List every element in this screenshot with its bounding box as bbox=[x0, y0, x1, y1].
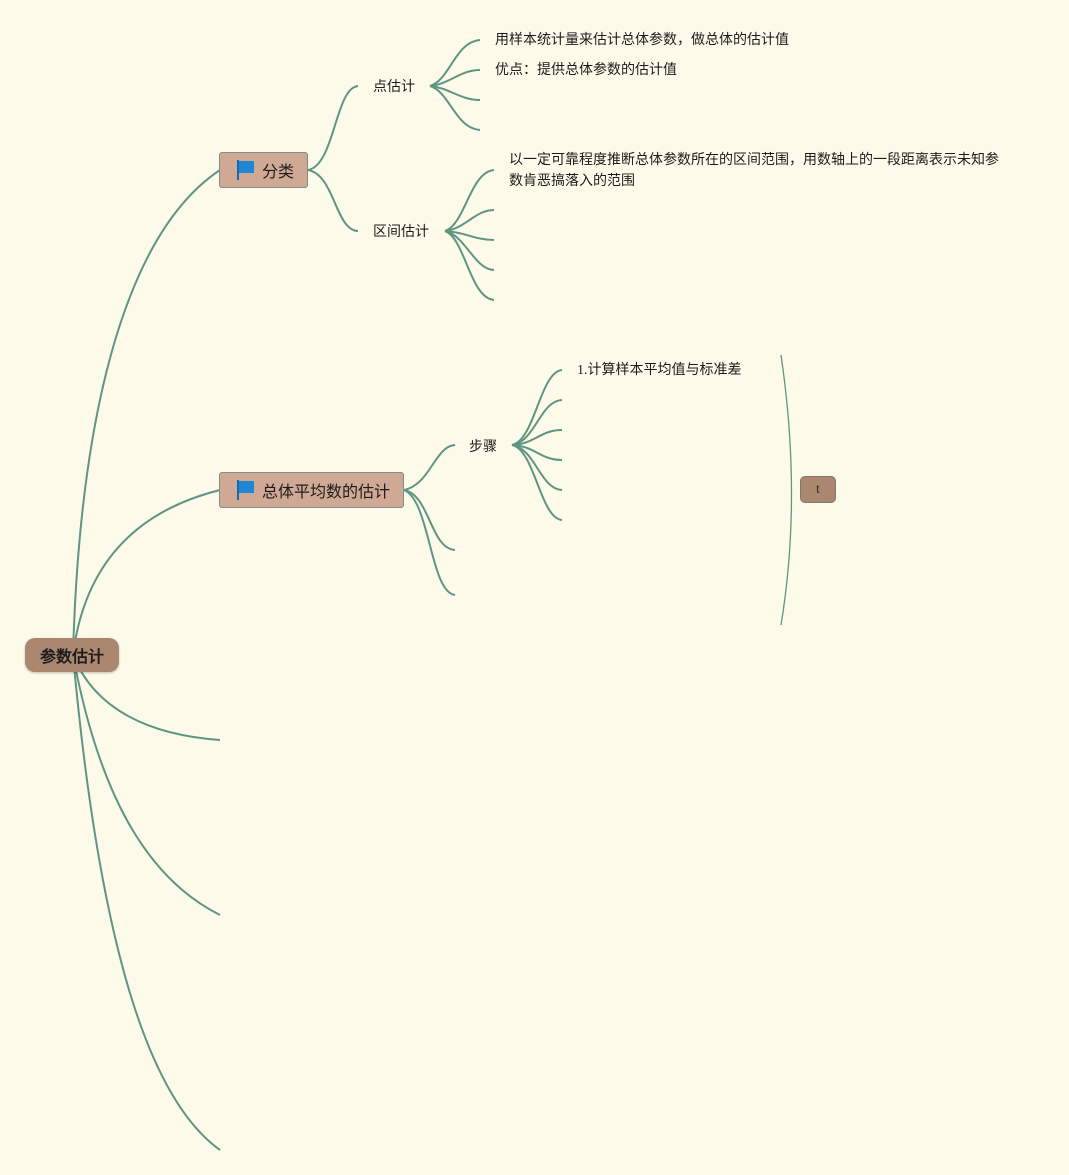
main-topic-label: 分类 bbox=[262, 162, 295, 181]
edge-steps-leaf-2 bbox=[511, 399, 563, 446]
edge-point-leaf-2 bbox=[429, 69, 481, 87]
subtopic-label: 步骤 bbox=[469, 439, 497, 455]
root-topic-label: 参数估计 bbox=[39, 647, 104, 666]
edge-mean-to-empty-2 bbox=[403, 489, 456, 596]
leaf-text: 1.计算样本平均值与标准差 bbox=[577, 363, 742, 378]
subtopic-label: 点估计 bbox=[373, 79, 415, 95]
subtopic-point-estimate[interactable]: 点估计 bbox=[373, 76, 415, 96]
edge-mean-to-empty-1 bbox=[403, 489, 456, 551]
edge-steps-leaf-3 bbox=[511, 429, 563, 446]
edge-interval-leaf-3 bbox=[444, 230, 495, 241]
subtopic-interval-estimate[interactable]: 区间估计 bbox=[373, 221, 429, 241]
edge-category-to-point bbox=[307, 85, 359, 171]
edge-root-to-empty-3 bbox=[72, 654, 221, 1151]
summary-label: t bbox=[816, 481, 820, 497]
edge-steps-leaf-6 bbox=[511, 444, 563, 521]
leaf-interval-definition[interactable]: 以一定可靠程度推断总体参数所在的区间范围，用数轴上的一段距离表示未知参数肯恶搞落… bbox=[509, 150, 1004, 192]
subtopic-steps[interactable]: 步骤 bbox=[469, 436, 497, 456]
edge-root-to-empty-1 bbox=[72, 654, 221, 741]
leaf-step-1[interactable]: 1.计算样本平均值与标准差 bbox=[577, 360, 742, 381]
summary-brace bbox=[780, 354, 793, 626]
edge-mean-to-steps bbox=[403, 444, 456, 491]
leaf-point-advantage[interactable]: 优点：提供总体参数的估计值 bbox=[495, 60, 677, 81]
leaf-text: 优点：提供总体参数的估计值 bbox=[495, 63, 677, 78]
edge-point-leaf-4 bbox=[429, 85, 481, 131]
edge-interval-leaf-2 bbox=[444, 209, 495, 232]
blue-flag-icon bbox=[237, 160, 254, 180]
subtopic-label: 区间估计 bbox=[373, 224, 429, 240]
edge-interval-leaf-1 bbox=[444, 169, 495, 232]
edge-steps-leaf-5 bbox=[511, 444, 563, 491]
edge-root-to-empty-2 bbox=[72, 654, 221, 916]
root-topic[interactable]: 参数估计 bbox=[25, 638, 119, 672]
edge-point-leaf-1 bbox=[429, 39, 481, 87]
edge-root-to-mean-estimate bbox=[72, 489, 221, 656]
main-topic-label: 总体平均数的估计 bbox=[262, 482, 391, 501]
main-topic-mean-estimate[interactable]: 总体平均数的估计 bbox=[219, 472, 404, 508]
edge-interval-leaf-5 bbox=[444, 230, 495, 301]
edge-point-leaf-3 bbox=[429, 85, 481, 101]
edge-category-to-interval bbox=[307, 169, 359, 232]
edge-root-to-category bbox=[72, 169, 221, 656]
edge-interval-leaf-4 bbox=[444, 230, 495, 271]
summary-topic-t[interactable]: t bbox=[800, 476, 836, 503]
main-topic-category[interactable]: 分类 bbox=[219, 152, 308, 188]
leaf-point-definition[interactable]: 用样本统计量来估计总体参数，做总体的估计值 bbox=[495, 30, 789, 51]
leaf-text: 用样本统计量来估计总体参数，做总体的估计值 bbox=[495, 33, 789, 48]
leaf-text: 以一定可靠程度推断总体参数所在的区间范围，用数轴上的一段距离表示未知参数肯恶搞落… bbox=[509, 153, 999, 189]
edge-steps-leaf-1 bbox=[511, 369, 563, 446]
blue-flag-icon bbox=[237, 480, 254, 500]
